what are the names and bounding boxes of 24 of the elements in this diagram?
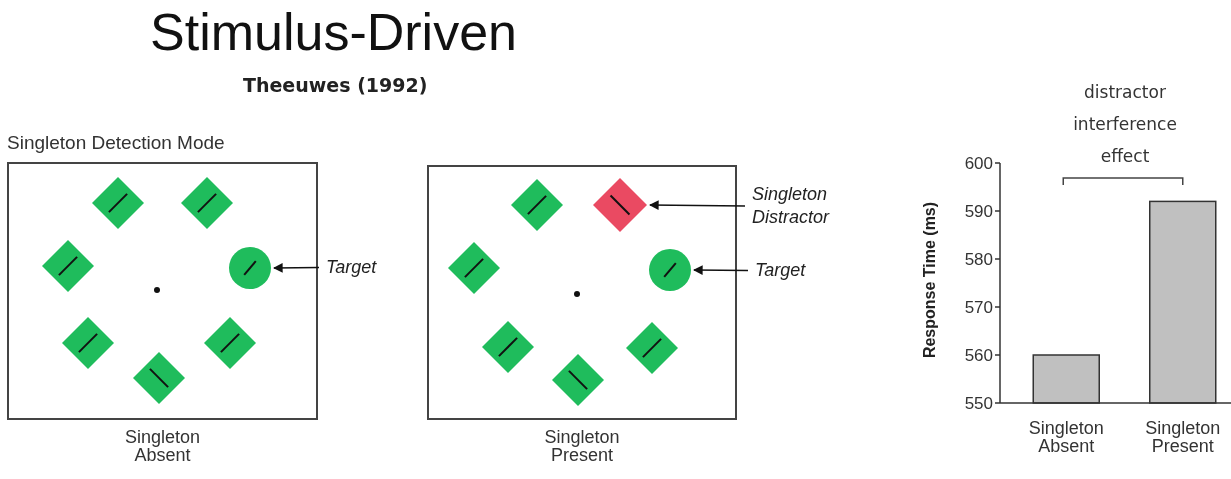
axis-tick-label: 580 xyxy=(964,250,993,269)
axis-tick-label: 560 xyxy=(964,346,993,365)
singleton-diamond xyxy=(593,178,647,232)
axis-tick-label: 590 xyxy=(964,202,993,221)
arrow xyxy=(693,265,749,275)
annotation: distractor interference effect xyxy=(1072,81,1178,168)
callout-text: Target xyxy=(755,259,835,282)
arrow xyxy=(649,200,746,210)
category-label: Singleton Present xyxy=(1144,419,1222,455)
axis-tick-label: 550 xyxy=(964,394,993,413)
panel-caption: Singleton Absent xyxy=(123,428,202,464)
callout-text: Target xyxy=(326,256,396,279)
panel-caption: Singleton Present xyxy=(543,428,621,464)
axis-tick-label: 600 xyxy=(964,154,993,173)
arrow xyxy=(273,263,320,273)
callout-text: Singleton Distractor xyxy=(752,183,862,229)
panel-heading: Singleton Detection Mode xyxy=(7,132,225,154)
title: Stimulus-Driven xyxy=(150,2,517,62)
circle-target xyxy=(229,247,271,289)
axis-title: Response Time (ms) xyxy=(920,200,939,361)
circle-target xyxy=(649,249,691,291)
axis-tick-label: 570 xyxy=(964,298,993,317)
category-label: Singleton Absent xyxy=(1027,419,1105,455)
subtitle: Theeuwes (1992) xyxy=(243,73,428,98)
